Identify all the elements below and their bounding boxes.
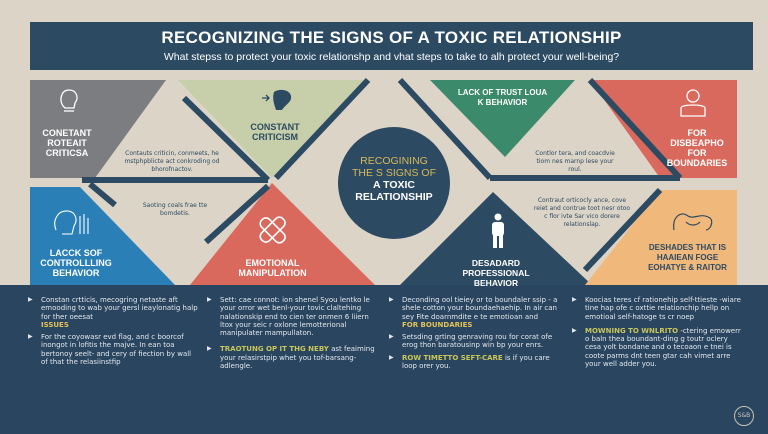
panel-label-harassment: DESHADES THAT IS HAAIEAN FOGE EOHATYE & … [648, 243, 727, 272]
panel-label-disregard-boundaries: FOR DISBEAPHO FOR BOUNDARIES [666, 128, 728, 168]
center-title-line: THE S SIGNS OF [351, 167, 436, 179]
panel-label-lack-of-trust: LACK OF TRUST LOUA K BEHAVIOR [457, 88, 548, 107]
tip-item: Constan crtticis, mecogring netaste aft … [28, 296, 200, 329]
brain-icon [54, 210, 89, 235]
tip-item: Setsding grting genraving rou for corat … [389, 333, 561, 350]
panel-peach [585, 190, 737, 285]
tip-item: For the coyowasr evd flag, and c boorcof… [28, 333, 200, 366]
standing-person-icon [492, 213, 504, 248]
panel-label-professional-behavior: DESADARD PROFESSIONAL BEHAVIOR [462, 258, 530, 288]
tip-item: MOWNING TO WNLRITO -ctering emowerr o ba… [572, 327, 744, 368]
note-text: Contlor tera, and coacdvie tiom nes marn… [535, 150, 615, 173]
note-text: Contauts criticin, conmeets, he mstphpbl… [124, 150, 220, 173]
panel-coral [190, 183, 375, 285]
tip-item: Sett: cae connot: ion shenel Syou lentko… [207, 296, 379, 337]
tip-item: ROW TIMETTO SEFT-CARE is if you care loo… [389, 354, 561, 371]
page-subtitle: What stepss to protect your toxic relati… [163, 51, 620, 63]
logo-badge-icon: S&B [734, 406, 754, 426]
tips-column-1: Constan crtticis, mecogring netaste aft … [28, 296, 200, 370]
tips-column-4: Koocias teres cf rationehip self-ttieste… [572, 296, 744, 372]
bandage-icon [259, 216, 286, 244]
panel-label-constant-criticism-2: CONSTANT CRITICISM [250, 122, 300, 142]
person-icon [680, 89, 706, 117]
center-title-circle: RECOGINING THE S SIGNS OF A TOXIC RELATI… [338, 127, 450, 239]
panel-label-controlling-behavior: LACCK SOF CONTROLLLING BEHAVIOR [40, 248, 112, 278]
tip-item: Deconding ool tieiey or to boundaler ssi… [389, 296, 561, 329]
tips-column-2: Sett: cae connot: ion shenel Syou lentko… [207, 296, 379, 374]
panel-sage [178, 80, 372, 178]
note-text: Saoting coals frae tte bomdetis. [142, 202, 208, 217]
panel-label-emotional-manipulation: EMOTIONAL MANIPULATION [238, 258, 307, 278]
tip-item: Koocias teres cf rationehip self-ttieste… [572, 296, 744, 321]
panel-green [430, 80, 575, 157]
head-icon [60, 89, 78, 112]
panel-coral-top [590, 80, 737, 178]
tips-column-3: Deconding ool tieiey or to boundaler ssi… [389, 296, 561, 374]
navy-stripes [82, 77, 683, 273]
hug-icon [673, 213, 713, 231]
panel-blue [30, 187, 175, 285]
panel-label-constant-criticism: CONETANT ROTEAIT CRITICSA [42, 128, 92, 158]
note-text: Contraut orticocly ance, cove reiet and … [533, 197, 631, 228]
hand-icon [262, 89, 292, 110]
tip-item: TRAOTUNG OP IT THG NEBY ast feaiming you… [207, 345, 379, 370]
page-title: RECOGNIZING THE SIGNS OF A TOXIC RELATIO… [161, 28, 622, 47]
header-banner: RECOGNIZING THE SIGNS OF A TOXIC RELATIO… [30, 22, 753, 70]
panel-gray [30, 80, 166, 178]
center-title-line: RECOGINING [360, 155, 428, 167]
center-title-line: A TOXIC [372, 179, 415, 191]
center-title-line: RELATIONSHIP [355, 191, 433, 203]
